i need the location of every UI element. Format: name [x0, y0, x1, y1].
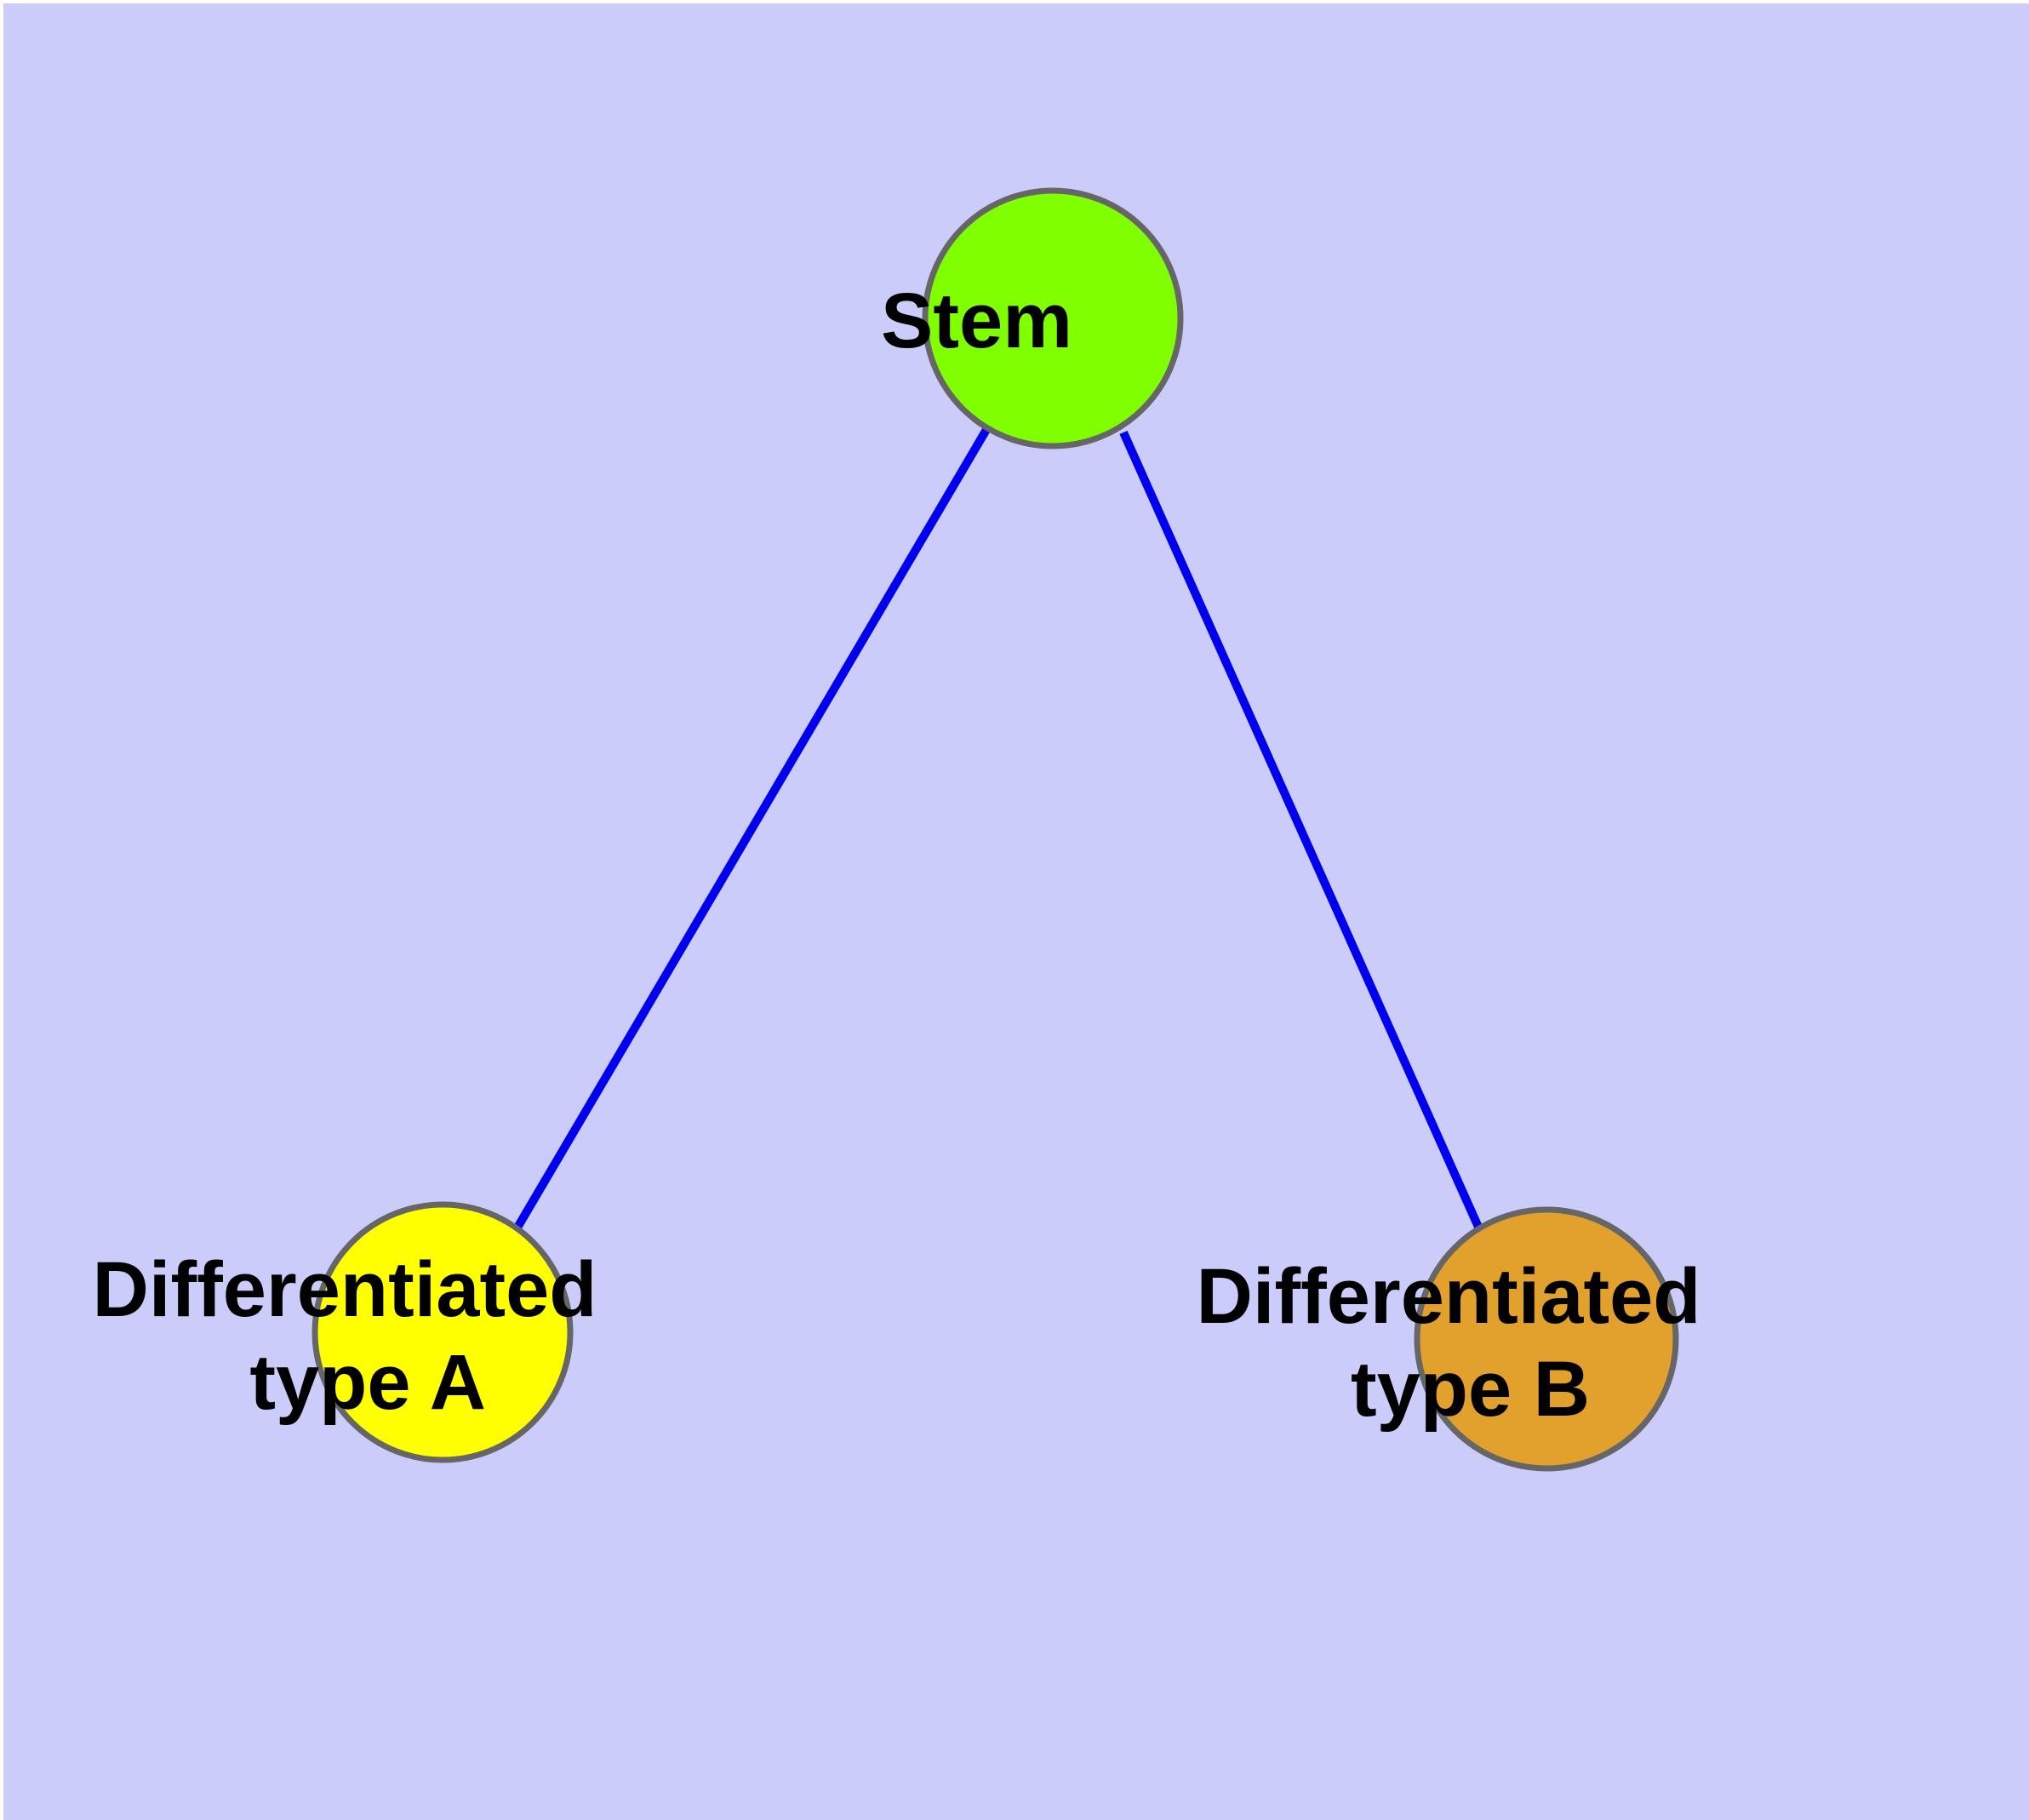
node-stem[interactable]: [922, 187, 1184, 449]
node-differentiated-type-a-label-line-2: type A: [249, 1339, 484, 1426]
label-layer: Stem Differentiated type A Differentiate…: [92, 278, 1896, 1433]
node-stem-circle[interactable]: [922, 187, 1184, 449]
edge-stem-to-differentiated-a[interactable]: [513, 426, 992, 1230]
node-differentiated-type-a-circle[interactable]: [311, 1201, 574, 1463]
node-differentiated-type-b-label-line-1: Differentiated: [1196, 1253, 1700, 1340]
node-differentiated-type-a-label-line-1: Differentiated: [92, 1246, 597, 1333]
edge-layer: [513, 426, 1485, 1235]
node-differentiated-type-b-label: Differentiated type B: [1196, 1253, 1896, 1433]
node-stem-label-line-1: Stem: [881, 278, 1072, 364]
node-differentiated-type-a-label: Differentiated type A: [92, 1246, 792, 1426]
edge-stem-to-differentiated-b[interactable]: [1119, 430, 1485, 1235]
node-stem-label: Stem: [881, 278, 1225, 364]
node-layer: [311, 187, 1679, 1472]
node-differentiated-type-b-label-line-2: type B: [1351, 1346, 1590, 1433]
node-differentiated-type-b-circle[interactable]: [1414, 1206, 1679, 1472]
node-differentiated-type-b[interactable]: [1414, 1206, 1679, 1472]
node-differentiated-type-a[interactable]: [311, 1201, 574, 1463]
